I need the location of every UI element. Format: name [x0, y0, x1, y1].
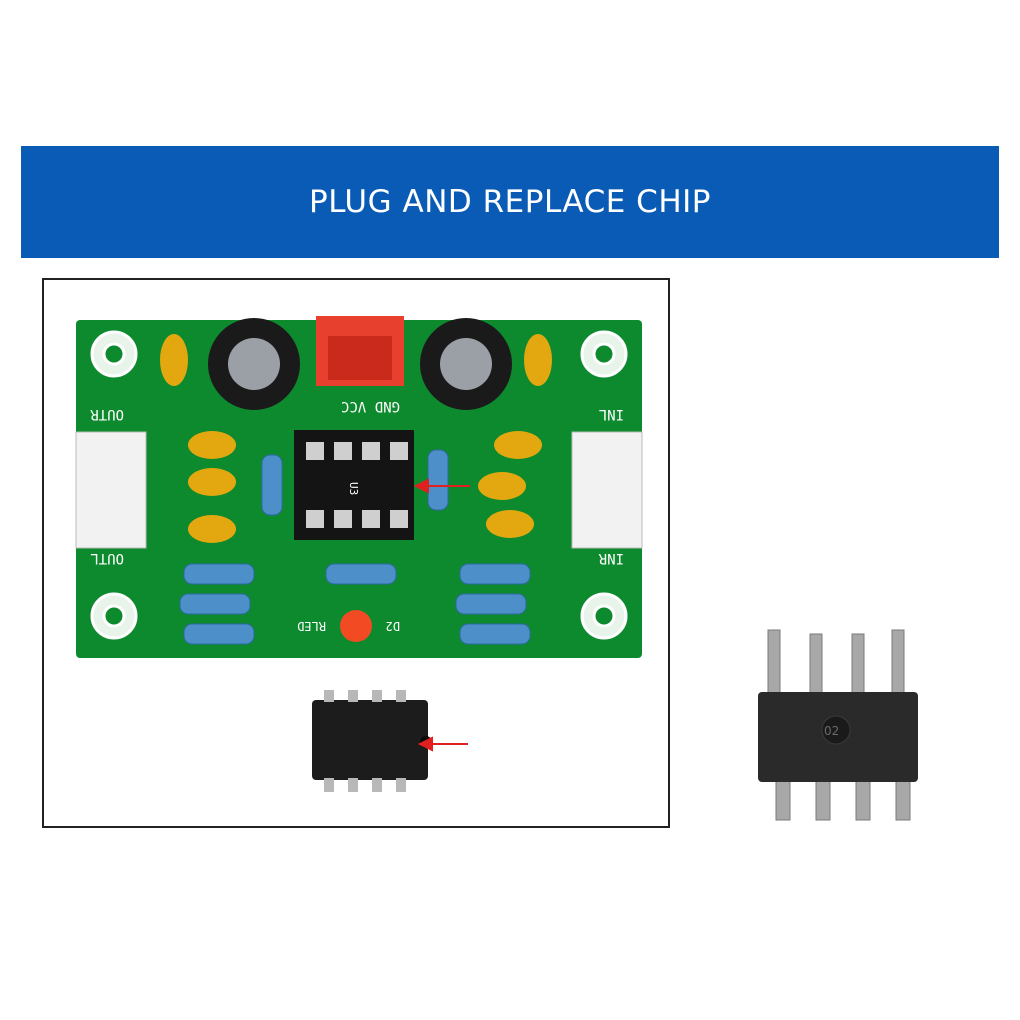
input-connector	[571, 431, 643, 549]
label-rled: RLED	[297, 619, 326, 633]
label-gnd-vcc: GND VCC	[341, 398, 400, 414]
pcb-photo: GND VCC OUTR OUTL INL INR U3 RLED D2	[75, 316, 643, 792]
label-u3: U3	[347, 482, 360, 495]
arrow-icon	[413, 478, 470, 494]
output-connector	[75, 431, 147, 549]
mounting-hole	[90, 330, 628, 640]
label-d2: D2	[386, 619, 400, 633]
label-inr: INR	[598, 550, 624, 566]
dip8-chip	[312, 690, 432, 792]
chip-marking: 02	[824, 724, 839, 738]
title-banner: PLUG AND REPLACE CHIP	[21, 146, 999, 258]
electrolytic-capacitor	[208, 318, 512, 410]
label-outr: OUTR	[90, 406, 124, 422]
power-connector	[316, 316, 404, 386]
dip8-chip-closeup: 02	[758, 629, 918, 821]
label-outl: OUTL	[90, 550, 124, 566]
label-inl: INL	[599, 406, 624, 422]
ceramic-capacitor	[160, 334, 552, 543]
chip-photo: 02	[740, 620, 940, 840]
resistor	[179, 449, 531, 645]
banner-title: PLUG AND REPLACE CHIP	[309, 184, 711, 220]
chip-socket	[294, 430, 414, 540]
pcb-photo-frame: GND VCC OUTR OUTL INL INR U3 RLED D2	[42, 278, 670, 828]
led	[340, 610, 372, 642]
arrow-icon	[417, 736, 468, 752]
